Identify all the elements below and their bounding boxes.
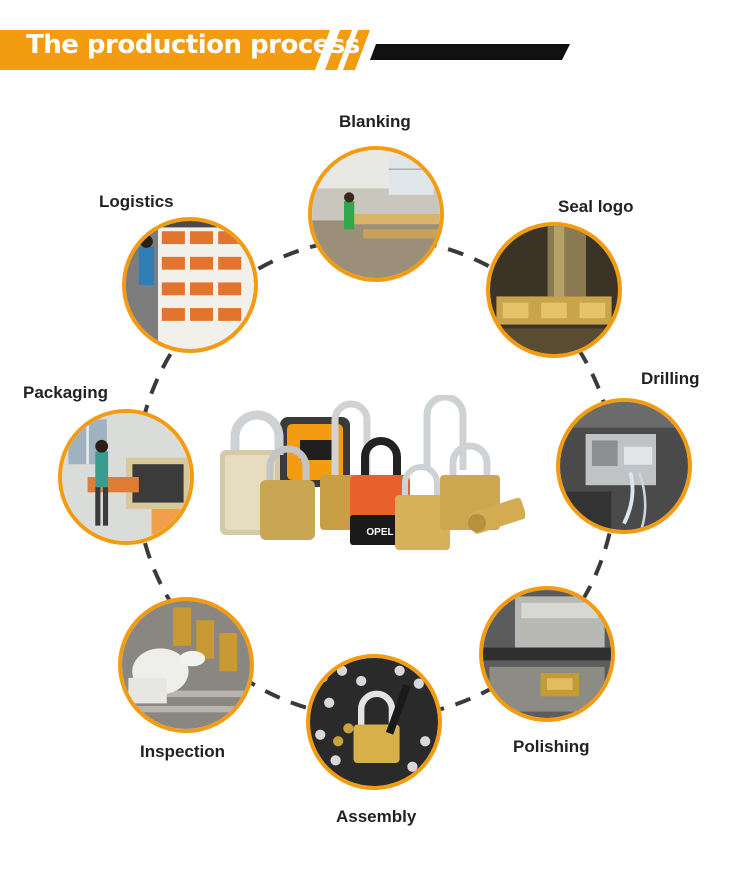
gloved-inspection-icon [122,601,250,729]
step-polishing-photo [479,586,615,722]
step-inspection-photo [118,597,254,733]
factory-floor-icon [312,150,440,278]
step-label: Packaging [23,383,109,402]
banner-graphic [0,30,570,70]
step-label: Assembly [336,807,417,826]
loaded-container-icon [126,221,254,349]
padlock-assembly-icon [310,658,438,786]
step-blanking-photo [308,146,444,282]
step-assembly-photo [306,654,442,790]
step-label: Inspection [140,742,226,761]
step-seal-logo-photo [486,222,622,358]
step-label: Polishing [513,737,590,756]
step-label: Drilling [641,369,700,388]
step-packaging-photo [58,409,194,545]
stamping-press-icon [490,226,618,354]
packing-line-icon [62,413,190,541]
page-title: The production process [26,30,360,60]
step-label: Seal logo [558,197,634,216]
drilling-machine-icon [560,402,688,530]
polishing-machine-icon [483,590,611,718]
center-brand: OPEL [366,527,393,538]
step-label: Logistics [99,192,174,211]
step-logistics-photo [122,217,258,353]
step-label: Blanking [339,112,411,131]
padlock-collection-icon: OPEL [220,395,525,550]
step-drilling-photo [556,398,692,534]
